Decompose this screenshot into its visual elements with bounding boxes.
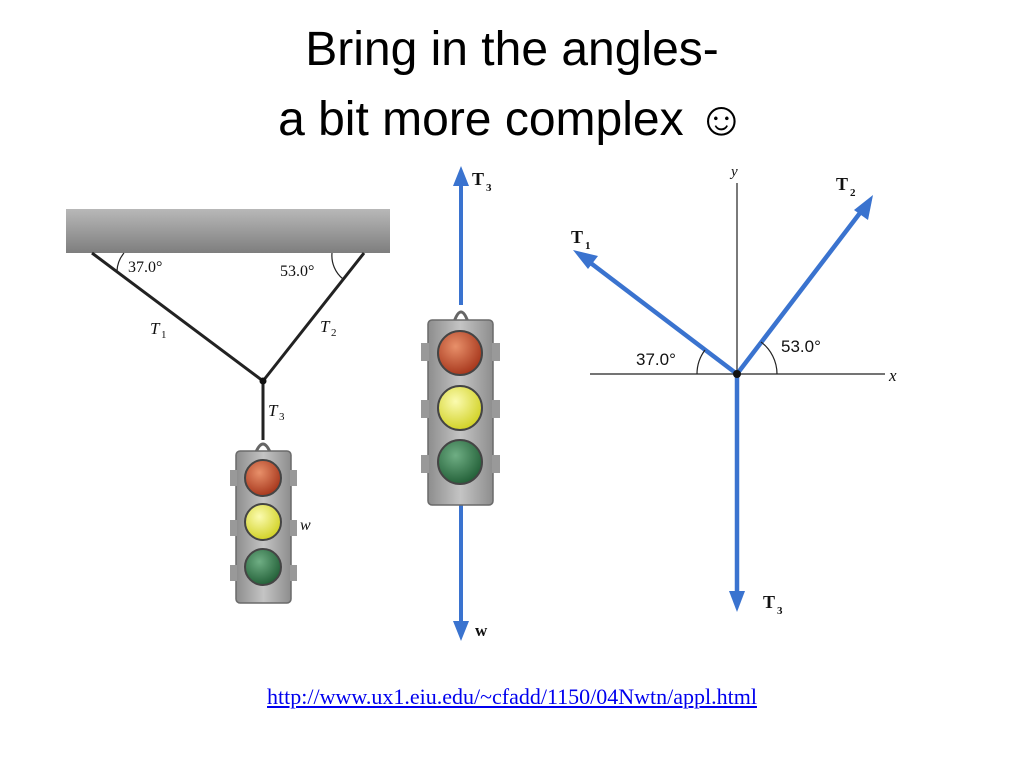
arrowhead-t3-up (453, 166, 469, 186)
reference-link[interactable]: http://www.ux1.eiu.edu/~cfadd/1150/04Nwt… (267, 684, 757, 709)
angle-label-37: 37.0° (128, 259, 162, 276)
x-axis-label: x (888, 366, 897, 385)
slide-title-line-1: Bring in the angles- (305, 23, 719, 76)
arrowhead-t2 (854, 195, 873, 220)
angle-arc-left (116, 252, 125, 272)
label-mid-t3-sub: 3 (486, 182, 492, 194)
label-t3-sub: 3 (279, 411, 285, 423)
arrowhead-t1 (573, 250, 598, 269)
label-right-t1-sub: 1 (585, 240, 591, 252)
red-light (244, 459, 282, 497)
yellow-light (437, 385, 483, 431)
slide-title-line-2: a bit more complex ☺ (278, 93, 746, 146)
vector-t2 (735, 207, 865, 376)
red-light (437, 330, 483, 376)
label-right-t1: T (571, 227, 583, 247)
label-mid-t3: T (472, 169, 484, 189)
angle-arc-right (760, 341, 778, 375)
knot (259, 377, 267, 385)
yellow-light (244, 503, 282, 541)
rope-t2 (261, 252, 366, 382)
angle-label-53: 53.0° (781, 337, 821, 356)
angle-arc-right (331, 252, 344, 280)
arrowhead-t3 (729, 591, 745, 612)
reference-link-container: http://www.ux1.eiu.edu/~cfadd/1150/04Nwt… (0, 684, 1024, 710)
vector-t1 (586, 259, 739, 376)
green-light (437, 439, 483, 485)
green-light (244, 548, 282, 586)
label-t1: T (150, 319, 161, 338)
label-right-t3-sub: 3 (777, 605, 783, 617)
angle-label-53: 53.0° (280, 263, 314, 280)
label-t2-sub: 2 (331, 327, 337, 339)
traffic-light-hanging (230, 442, 297, 604)
label-right-t2-sub: 2 (850, 187, 856, 199)
angle-label-37: 37.0° (636, 350, 676, 369)
label-weight: w (300, 517, 311, 534)
label-right-t2: T (836, 174, 848, 194)
label-t3: T (268, 401, 279, 420)
middle-diagram: T 3 w (421, 166, 500, 641)
label-t1-sub: 1 (161, 329, 167, 341)
angle-arc-left (696, 349, 706, 375)
label-mid-w: w (475, 621, 488, 640)
traffic-light-free-body (421, 310, 500, 506)
ceiling (66, 209, 390, 253)
rope-t1 (91, 251, 264, 383)
left-diagram: 37.0° 53.0° T 1 T 2 T 3 w (66, 209, 390, 604)
right-diagram: y x T 1 T 2 T 3 37.0° 53.0° (571, 164, 897, 617)
origin-point (733, 370, 741, 378)
y-axis-label: y (729, 164, 738, 180)
arrowhead-w-down (453, 621, 469, 641)
label-t2: T (320, 317, 331, 336)
label-right-t3: T (763, 592, 775, 612)
